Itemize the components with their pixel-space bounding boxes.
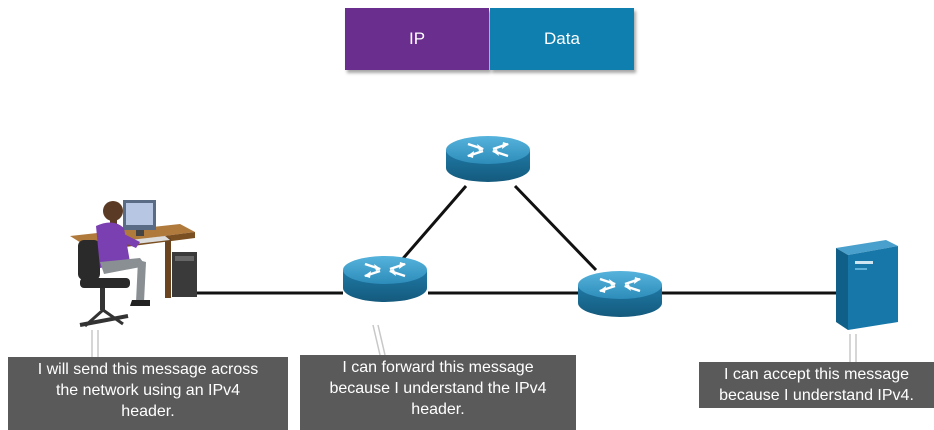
router-icon [576, 269, 664, 319]
callout-pointers [91, 324, 857, 362]
network-links [190, 184, 838, 295]
pc-user-icon [70, 200, 197, 328]
router-icon [444, 134, 532, 184]
server-icon [836, 240, 898, 330]
link-router1-router2 [398, 185, 468, 263]
sender-callout: I will send this message across the netw… [8, 357, 288, 430]
router-callout: I can forward this message because I und… [300, 355, 576, 430]
router-icon [341, 254, 429, 304]
link-router2-router3 [513, 184, 598, 272]
ip-header-segment: IP [345, 8, 489, 70]
receiver-callout: I can accept this message because I unde… [699, 362, 934, 408]
data-payload-segment: Data [490, 8, 634, 70]
